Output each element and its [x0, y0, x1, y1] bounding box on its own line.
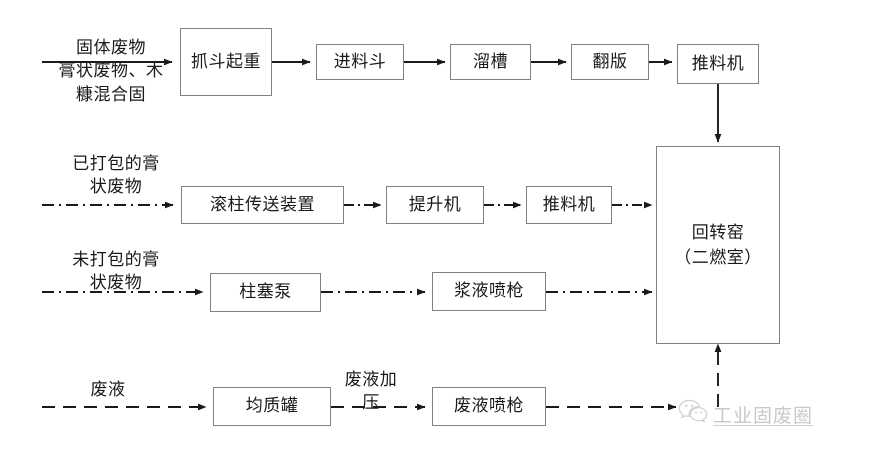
node-pusher-top[interactable]: 推料机: [677, 44, 759, 84]
node-feed-hopper-label: 进料斗: [333, 51, 387, 71]
watermark: 工业固废圈: [678, 399, 813, 429]
node-pusher-mid[interactable]: 推料机: [526, 186, 612, 224]
node-slurry-lance-label: 浆液喷枪: [454, 281, 524, 301]
watermark-text: 工业固废圈: [713, 405, 814, 427]
node-homogenizing-tank-label: 均质罐: [245, 396, 299, 416]
label-waste-liquid-input: 废液: [90, 380, 126, 399]
node-pusher-mid-label: 推料机: [542, 194, 596, 214]
label-solid-waste-input: 固体废物 膏状废物、木 糠混合固: [58, 38, 164, 104]
wechat-icon: [678, 399, 708, 429]
node-roller-conveyor-label: 滚柱传送装置: [210, 194, 315, 214]
node-waste-liquid-lance-label: 废液喷枪: [454, 396, 524, 416]
node-chute[interactable]: 溜槽: [450, 44, 531, 80]
node-rotary-kiln-line1: 回转窑: [691, 222, 745, 242]
node-homogenizing-tank[interactable]: 均质罐: [213, 387, 331, 426]
label-waste-liquid-pressurize: 废液加 压: [344, 370, 398, 413]
node-flip-plate-label: 翻版: [592, 51, 628, 71]
node-elevator[interactable]: 提升机: [386, 186, 484, 224]
node-grab-crane-label: 抓斗起重: [191, 52, 261, 72]
node-feed-hopper[interactable]: 进料斗: [316, 44, 404, 80]
node-rotary-kiln-line2: （二燃室）: [674, 248, 762, 267]
node-waste-liquid-lance[interactable]: 废液喷枪: [432, 387, 546, 426]
label-unpacked-paste-input: 未打包的膏 状废物: [72, 250, 160, 293]
node-plunger-pump-label: 柱塞泵: [239, 282, 292, 302]
node-rotary-kiln[interactable]: 回转窑 （二燃室）: [656, 146, 780, 344]
node-slurry-lance[interactable]: 浆液喷枪: [432, 272, 546, 311]
node-pusher-top-label: 推料机: [691, 53, 745, 73]
node-plunger-pump[interactable]: 柱塞泵: [210, 273, 321, 312]
node-chute-label: 溜槽: [473, 51, 508, 71]
node-grab-crane[interactable]: 抓斗起重: [180, 28, 272, 96]
node-elevator-label: 提升机: [408, 194, 462, 214]
label-packed-paste-input: 已打包的膏 状废物: [72, 154, 160, 197]
node-flip-plate[interactable]: 翻版: [571, 44, 649, 80]
node-roller-conveyor[interactable]: 滚柱传送装置: [181, 186, 344, 224]
